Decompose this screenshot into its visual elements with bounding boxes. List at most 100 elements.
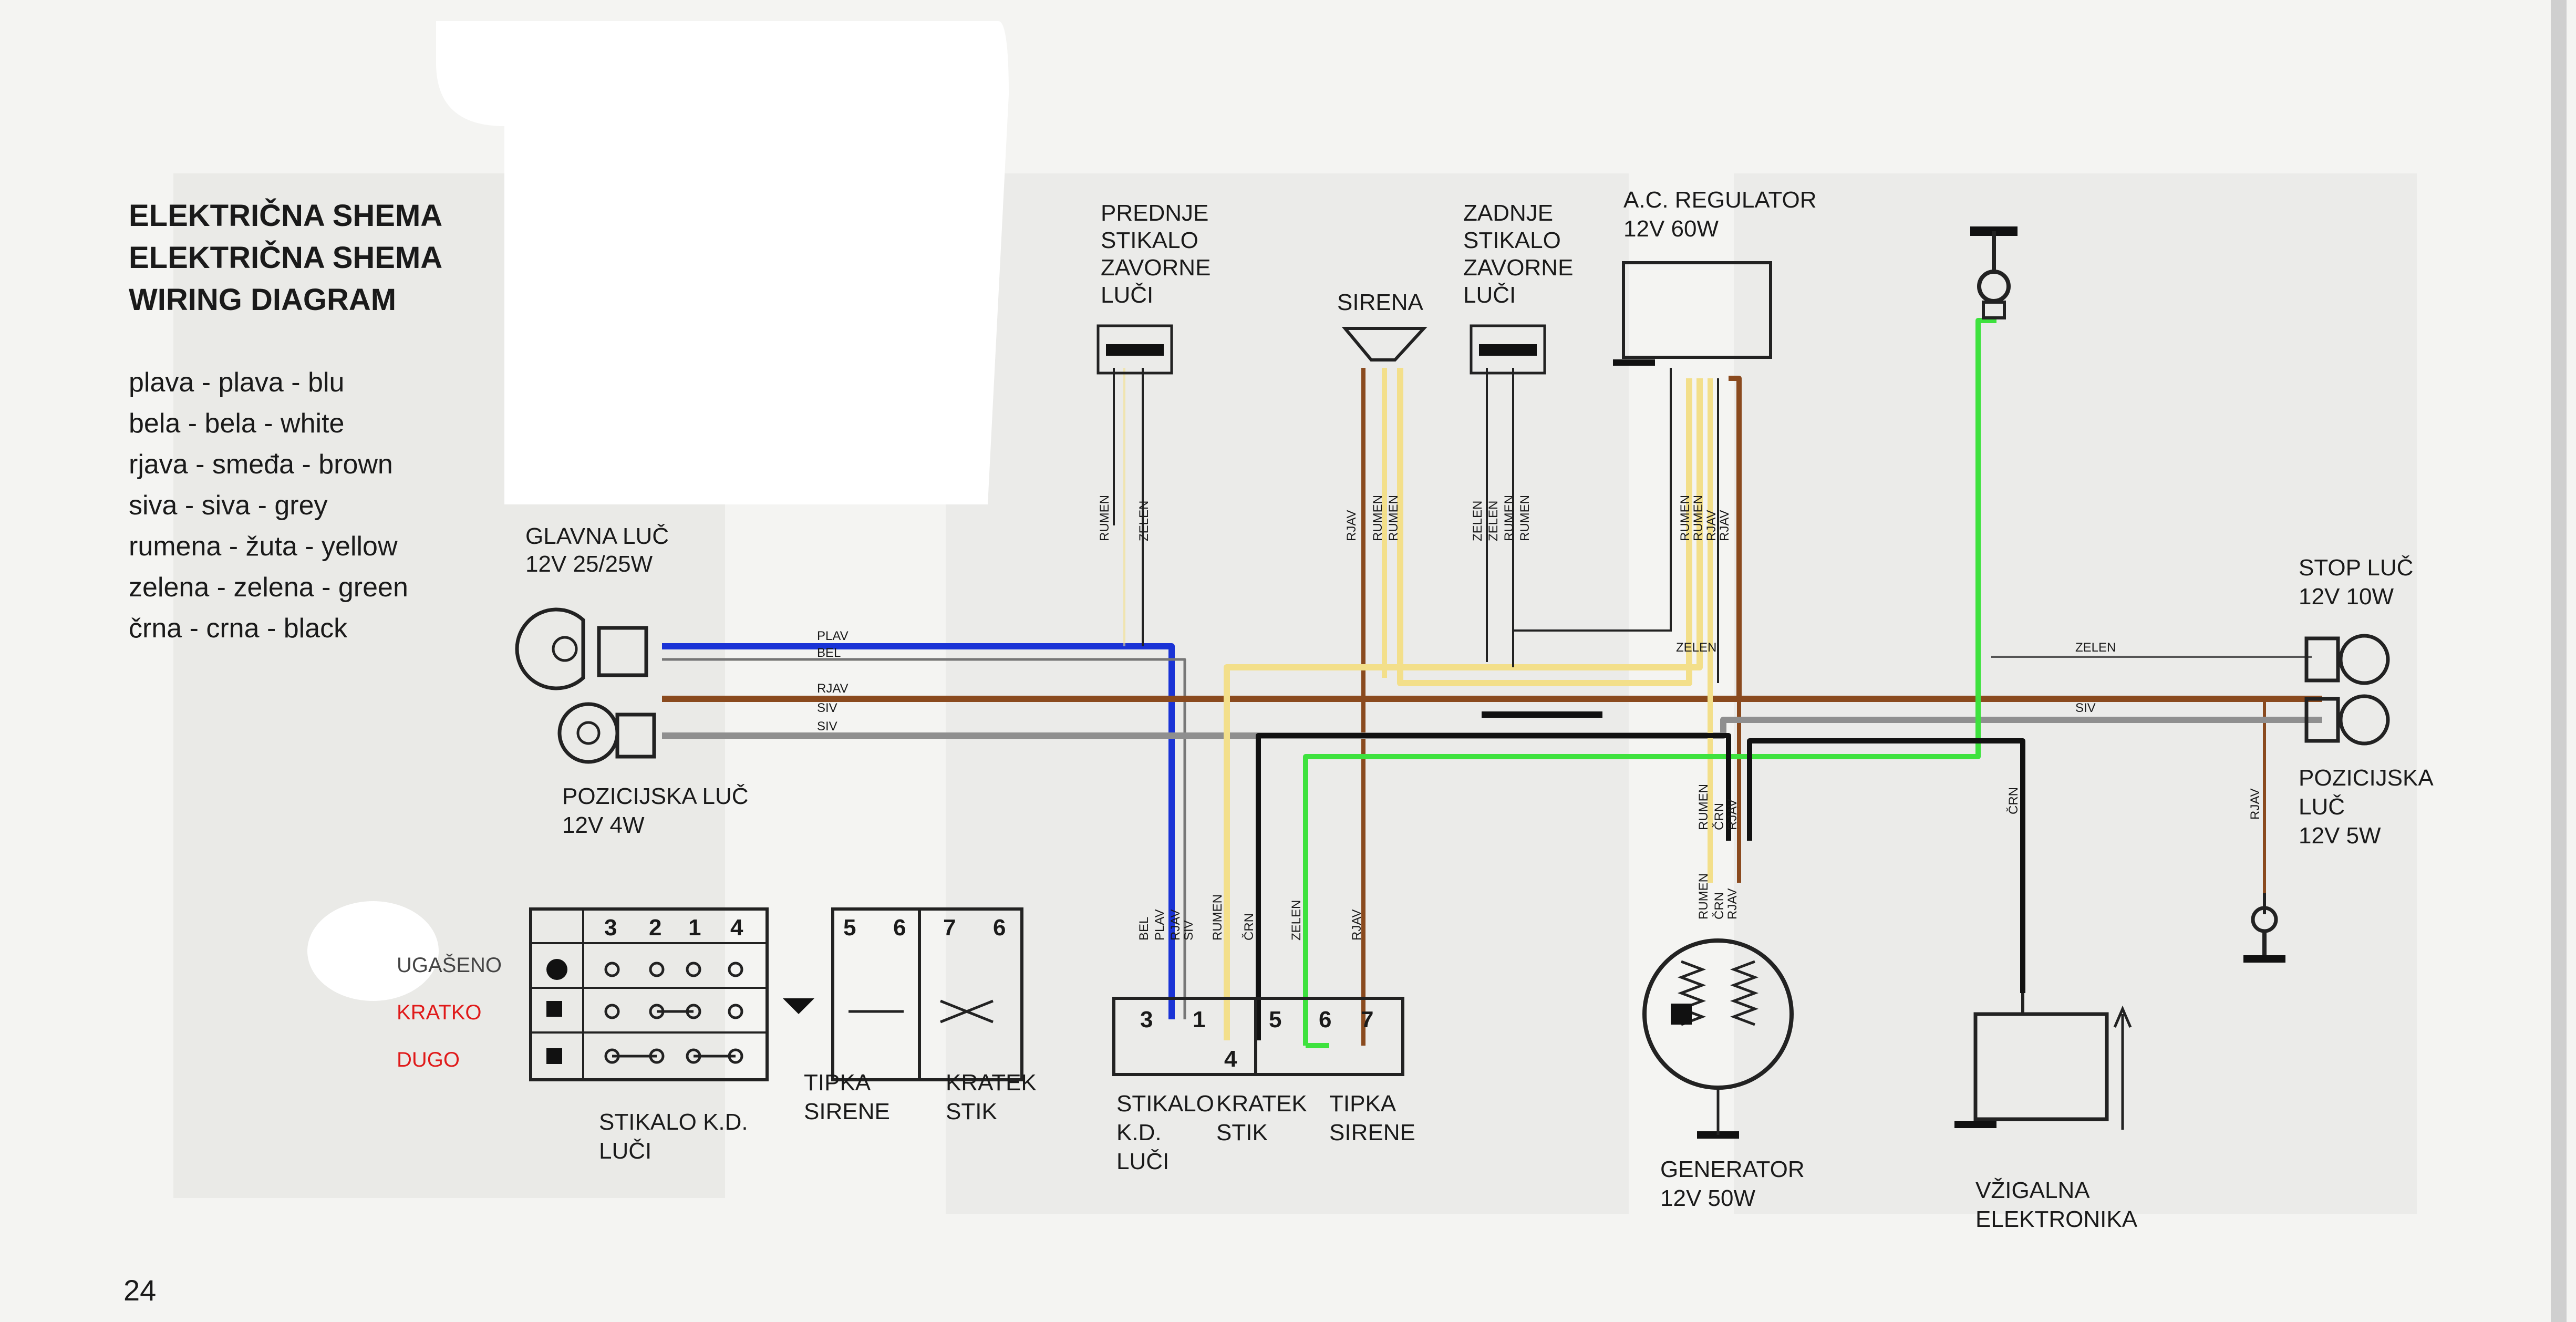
headlight: GLAVNA LUČ 12V 25/25W [515, 523, 669, 690]
spark-plug-icon [1970, 226, 2018, 319]
legend-green: zelena - zelena - green [129, 572, 408, 603]
light-switch-label-2: LUČI [599, 1138, 651, 1164]
conn-a-3: 3 [1140, 1007, 1153, 1032]
legend-brown: rjava - smeđa - brown [129, 449, 393, 480]
conn-b-5: 5 [1269, 1007, 1281, 1032]
front-brake-switch: PREDNJE STIKALO ZAVORNE LUČI [1096, 200, 1211, 375]
wire-labels: PLAV BEL RJAV SIV SIV ZELEN ZELEN SIV [817, 629, 2116, 734]
conn-b-6: 6 [1319, 1007, 1331, 1032]
generator-label-2: 12V 50W [1660, 1185, 1755, 1211]
vlbl-rumen-reg-b: RUMEN [1691, 495, 1705, 541]
light-switch-label-1: STIKALO K.D. [599, 1109, 748, 1135]
light-switch-table: 3 2 1 4 5 6 7 6 STIKALO K.D. [529, 907, 1037, 1164]
conn-b-7: 7 [1361, 1007, 1373, 1032]
vlbl-rumen-siren-a: RUMEN [1371, 495, 1385, 541]
vlbl-rumen-rear-b: RUMEN [1518, 495, 1532, 541]
color-legend: plava - plava - blu bela - bela - white … [129, 367, 408, 644]
conn-b-label-1: KRATEK [1216, 1091, 1307, 1117]
wire-black-a [1256, 733, 1731, 1040]
rear-position-label-3: 12V 5W [2299, 823, 2381, 849]
conn-a-label-2: K.D. [1116, 1120, 1162, 1145]
generator: GENERATOR 12V 50W [1642, 938, 1805, 1211]
wire-white [662, 658, 1186, 1019]
wires [662, 318, 2322, 1048]
position-light: POZICIJSKA LUČ 12V 4W [557, 702, 749, 838]
legend-grey: siva - siva - grey [129, 490, 328, 521]
state-short: KRATKO [397, 1001, 482, 1024]
conn-b-label-2: STIK [1216, 1120, 1268, 1145]
kill-label-1: KRATEK [946, 1070, 1037, 1096]
switch-state-labels: UGAŠENO KRATKO DUGO [397, 953, 502, 1071]
headlight-label-2: 12V 25/25W [525, 551, 653, 577]
conn-a-label-1: STIKALO [1116, 1091, 1214, 1117]
vlbl-rjav-reg-a: RJAV [1704, 510, 1719, 541]
thin-wires [1113, 368, 1719, 683]
lbl-zelen-stop: ZELEN [2075, 641, 2116, 655]
horn-num-5: 5 [843, 915, 856, 941]
ignition-label-2: ELEKTRONIKA [1975, 1206, 2138, 1232]
legend-blue: plava - plava - blu [129, 367, 344, 398]
legend-black: črna - crna - black [129, 613, 348, 644]
front-brake-label-4: LUČI [1101, 282, 1153, 308]
switch-num-2: 2 [649, 915, 661, 941]
vlbl-rjav-gen-a: RJAV [1725, 799, 1740, 830]
wire-blue [662, 643, 1175, 1019]
rear-brake-switch: ZADNJE STIKALO ZAVORNE LUČI [1463, 200, 1573, 375]
legend-yellow: rumena - žuta - yellow [129, 531, 398, 562]
wire-yellow-a [1397, 368, 1692, 686]
white-patch-small [307, 901, 439, 1001]
vlbl-rjav-reg-b: RJAV [1718, 510, 1732, 541]
wire-yellow-b [1224, 378, 1703, 1040]
legend-white: bela - bela - white [129, 408, 344, 439]
vlbl-zelen-conn: ZELEN [1289, 900, 1303, 941]
lbl-siv-rear: SIV [2075, 701, 2096, 715]
rear-position-light: POZICIJSKA LUČ 12V 5W [2299, 694, 2434, 849]
vlbl-rumen-reg-a: RUMEN [1678, 495, 1692, 541]
front-brake-label-1: PREDNJE [1101, 200, 1208, 226]
vlbl-zelen-rear-a: ZELEN [1471, 501, 1485, 541]
wire-brown-regulator [1729, 376, 1742, 699]
stop-light-label-1: STOP LUČ [2299, 554, 2413, 581]
headlight-label-1: GLAVNA LUČ [525, 523, 669, 549]
vlbl-zelen-rear-b: ZELEN [1486, 501, 1501, 541]
vlbl-crn-gen-a: ČRN [1712, 803, 1726, 830]
ignition-electronics: VŽIGALNA ELEKTRONIKA [1954, 993, 2138, 1232]
rear-brake-label-4: LUČI [1463, 282, 1516, 308]
generator-label-1: GENERATOR [1660, 1156, 1805, 1182]
connector-blocks: 3 4 1 5 6 7 STIKALO K.D. LUČI KRATEK STI… [1112, 997, 1415, 1174]
vlbl-crn-conn: ČRN [1242, 913, 1256, 941]
state-off: UGAŠENO [397, 953, 502, 977]
vlbl-rjav-horn: RJAV [1350, 909, 1364, 941]
regulator-label-1: A.C. REGULATOR [1623, 187, 1817, 213]
white-patch [436, 21, 1009, 504]
wire-black-b [1747, 738, 2025, 993]
rear-brake-label-3: ZAVORNE [1463, 255, 1573, 281]
rear-brake-label-2: STIKALO [1463, 228, 1561, 253]
rear-position-label-2: LUČ [2299, 793, 2345, 820]
lbl-plav: PLAV [817, 629, 849, 643]
title-block: ELEKTRIČNA SHEMA ELEKTRIČNA SHEMA WIRING… [129, 199, 442, 317]
vlbl-rjav-rear: RJAV [2248, 788, 2262, 820]
lbl-bel: BEL [817, 646, 841, 660]
kill-num-7: 7 [943, 915, 956, 941]
switch-num-4: 4 [730, 915, 743, 941]
switch-num-3: 3 [604, 915, 617, 941]
vlbl-rumen-gen-a: RUMEN [1696, 784, 1711, 830]
conn-a-1: 1 [1193, 1007, 1205, 1032]
lbl-zelen-mid: ZELEN [1676, 641, 1716, 655]
horn-label-1: TIPKA [804, 1070, 871, 1096]
kill-num-6: 6 [993, 915, 1006, 941]
conn-c-label-2: SIRENE [1329, 1120, 1415, 1145]
siren: SIRENA [1337, 290, 1427, 362]
stop-light-label-2: 12V 10W [2299, 584, 2394, 610]
stop-light: STOP LUČ 12V 10W [2299, 554, 2413, 685]
vlbl-crn-ign: ČRN [2006, 787, 2021, 814]
vlbl-rjav-conn: RJAV [1168, 909, 1183, 941]
vlbl-rumen-front: RUMEN [1098, 495, 1112, 541]
vlbl-rumen-gen-b: RUMEN [1696, 873, 1711, 920]
kill-label-2: STIK [946, 1099, 997, 1124]
state-long: DUGO [397, 1048, 460, 1071]
lbl-siv-2: SIV [817, 719, 837, 734]
